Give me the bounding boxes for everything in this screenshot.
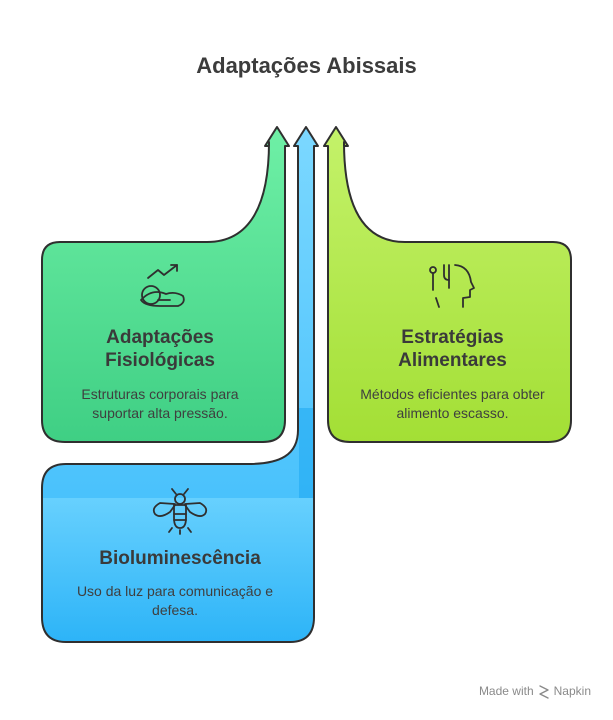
- physiology-icon: [140, 264, 185, 307]
- footer: Made with Napkin: [479, 684, 591, 698]
- card-bioluminescence-text: Uso da luz para comunicação e defesa.: [76, 583, 274, 618]
- card-physiology-shape: [41, 126, 290, 443]
- card-feeding-title: Estratégias Alimentares: [398, 327, 507, 371]
- blue-stem-shade: [299, 408, 313, 498]
- food-head-icon: [429, 264, 475, 308]
- card-bioluminescence-lower-shade: [43, 498, 313, 641]
- footer-brand[interactable]: Napkin: [553, 684, 591, 698]
- card-feeding-text: Métodos eficientes para obter alimento e…: [360, 386, 545, 421]
- napkin-logo-icon: [539, 685, 549, 699]
- card-feeding-shape: [323, 126, 572, 443]
- card-physiology-title: Adaptações Fisiológicas: [105, 327, 215, 371]
- card-physiology-text: Estruturas corporais para suportar alta …: [81, 386, 239, 421]
- page-title: Adaptações Abissais: [196, 53, 417, 78]
- footer-made-with: Made with: [478, 684, 534, 698]
- firefly-icon: [152, 488, 208, 535]
- card-bioluminescence-title: Bioluminescência: [99, 548, 261, 569]
